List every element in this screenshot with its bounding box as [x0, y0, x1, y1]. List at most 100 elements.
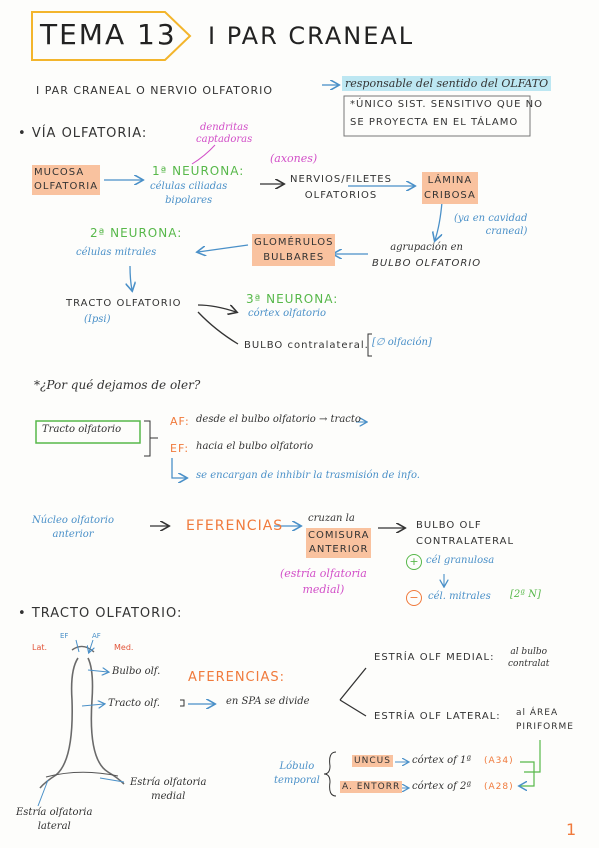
lateral-target: al ÁREA PIRIFORME — [516, 706, 574, 734]
bulbo-contra-label: BULBO contralateral. — [244, 340, 369, 351]
agrupacion-line2: BULBO OLFATORIO — [372, 258, 482, 269]
dendritas-label: dendritas captadoras — [196, 122, 252, 146]
medial-target-line2: contralat — [508, 659, 550, 669]
estria-note-line1: (estría olfatoria — [280, 567, 367, 580]
page-title: I PAR CRANEAL — [208, 22, 415, 50]
cruzan-label: cruzan la — [308, 513, 355, 524]
nucleo-line2: anterior — [52, 529, 94, 540]
oler-question: *¿Por qué dejamos de oler? — [34, 378, 201, 392]
af-marker: AF — [92, 632, 101, 640]
note-box — [343, 95, 531, 137]
bulbo-olf-line2: CONTRALATERAL — [416, 536, 515, 547]
neurona2-desc: células mitrales — [76, 247, 157, 258]
glomerulos-line1: GLOMÉRULOS — [254, 237, 334, 248]
tracto-olf-label: Tracto olf. — [108, 698, 160, 709]
comisura-line1: COMISURA — [308, 530, 370, 541]
nucleo-line1: Núcleo olfatorio — [32, 515, 115, 526]
via-heading-text: VÍA OLFATORIA: — [31, 126, 148, 141]
bulbo-olf-contra: BULBO OLF CONTRALATERAL — [416, 518, 514, 550]
af-label: AF: — [170, 415, 190, 428]
agrupacion-line1: agrupación en — [390, 242, 463, 253]
lamina-line2: CRIBOSA — [424, 190, 476, 201]
divide-label: en SPA se divide — [226, 696, 310, 707]
neurona1-desc-line2: bipolares — [165, 195, 213, 206]
granulosa-label: cél granulosa — [426, 555, 495, 566]
estria-medial-line1: Estría olfatoria — [130, 777, 207, 788]
estria-olf-medial: ESTRÍA OLF MEDIAL: — [374, 652, 495, 663]
minus-icon: − — [406, 590, 422, 606]
neurona3-desc: córtex olfatorio — [248, 308, 327, 319]
estria-medial-label: Estría olfatoria medial — [130, 776, 206, 804]
intro-note-line1: *ÚNICO SIST. SENSITIVO QUE NO — [350, 99, 543, 110]
tracto-box: Tracto olfatorio — [42, 424, 122, 435]
lateral-target-line1: al ÁREA — [516, 708, 559, 718]
tema-tag-shape — [31, 11, 192, 61]
intro-note-line2: SE PROYECTA EN EL TÁLAMO — [350, 117, 519, 128]
tracto-box-border — [35, 420, 141, 444]
medial-target-line1: al bulbo — [510, 647, 548, 657]
plus-icon: + — [406, 554, 422, 570]
axones-label: (axones) — [270, 152, 318, 165]
dendritas-line1: dendritas — [199, 122, 249, 133]
glomerulos-label: GLOMÉRULOS BULBARES — [252, 234, 336, 266]
lamina-note-line2: craneal) — [485, 226, 528, 237]
aferencias-label: AFERENCIAS: — [188, 670, 285, 685]
nervios-line1: NERVIOS/FILETES — [290, 174, 392, 185]
bulbo-contra-note: [∅ olfación] — [372, 337, 432, 348]
estria-lateral-line2: lateral — [37, 821, 71, 832]
mucosa-line2: OLFATORIA — [34, 181, 99, 192]
tracto-note: (Ipsi) — [84, 314, 111, 325]
nervios-label: NERVIOS/FILETES OLFATORIOS — [290, 172, 392, 204]
bulbo-olf-line1: BULBO OLF — [416, 520, 482, 531]
tracto-label: TRACTO OLFATORIO — [66, 298, 182, 309]
via-heading: • VÍA OLFATORIA: — [18, 126, 148, 141]
nervios-line2: OLFATORIOS — [304, 190, 378, 201]
estria-olf-lateral: ESTRÍA OLF LATERAL: — [374, 711, 501, 722]
estria-lateral-line1: Estría olfatoria — [16, 807, 93, 818]
med-label: Med. — [114, 643, 134, 652]
lamina-label: LÁMINA CRIBOSA — [422, 172, 478, 204]
agrupacion-label: agrupación en BULBO OLFATORIO — [372, 240, 481, 272]
mucosa-label: MUCOSA OLFATORIA — [32, 165, 101, 195]
entorr-target: córtex of 2ª — [412, 781, 472, 792]
lat-label: Lat. — [32, 643, 48, 652]
medial-target: al bulbo contralat — [508, 646, 549, 670]
lamina-line1: LÁMINA — [427, 175, 473, 186]
estria-note: (estría olfatoria medial) — [280, 566, 367, 598]
ef-label: EF: — [170, 442, 190, 455]
ef-marker: EF — [60, 632, 69, 640]
estria-lateral-label: Estría olfatoria lateral — [16, 806, 92, 834]
inhibir-text: se encargan de inhibir la trasmisión de … — [196, 470, 420, 481]
dendritas-line2: captadoras — [196, 134, 253, 145]
glomerulos-line2: BULBARES — [263, 252, 325, 263]
intro-label: I PAR CRANEAL O NERVIO OLFATORIO — [36, 84, 274, 97]
lateral-target-line2: PIRIFORME — [516, 722, 574, 732]
lamina-note: (ya en cavidad craneal) — [454, 212, 527, 238]
af-text: desde el bulbo olfatorio → tracto — [196, 414, 361, 425]
uncus-area: (A34) — [484, 756, 514, 766]
mucosa-line1: MUCOSA — [34, 167, 85, 178]
neurona1-label: 1ª NEURONA: — [152, 164, 245, 178]
mitrales-label: cél. mitrales — [428, 591, 491, 602]
estria-note-line2: medial) — [302, 583, 345, 596]
neurona1-desc: células ciliadas bipolares — [150, 180, 227, 208]
lobulo-label: Lóbulo temporal — [274, 760, 320, 788]
bulbo-olf-label: Bulbo olf. — [112, 666, 161, 677]
ef-text: hacia el bulbo olfatorio — [196, 441, 314, 452]
tracto-section-heading: • TRACTO OLFATORIO: — [18, 606, 183, 621]
uncus-label: UNCUS — [352, 755, 393, 767]
lamina-note-line1: (ya en cavidad — [454, 213, 528, 224]
tracto-section-heading-text: TRACTO OLFATORIO: — [31, 606, 183, 621]
page-number: 1 — [566, 820, 577, 839]
nucleo-label: Núcleo olfatorio anterior — [32, 514, 114, 542]
lobulo-line1: Lóbulo — [279, 761, 315, 772]
entorr-area: (A28) — [484, 782, 514, 792]
intro-role: responsable del sentido del OLFATO — [342, 76, 552, 91]
comisura-label: COMISURA ANTERIOR — [306, 528, 372, 558]
eferencias-label: EFERENCIAS — [186, 518, 284, 534]
neurona-ref: [2ª N] — [510, 589, 541, 600]
tracto-outline — [39, 657, 125, 789]
comisura-line2: ANTERIOR — [309, 544, 369, 555]
neurona3-label: 3ª NEURONA: — [246, 292, 339, 306]
neurona1-desc-line1: células ciliadas — [150, 181, 228, 192]
